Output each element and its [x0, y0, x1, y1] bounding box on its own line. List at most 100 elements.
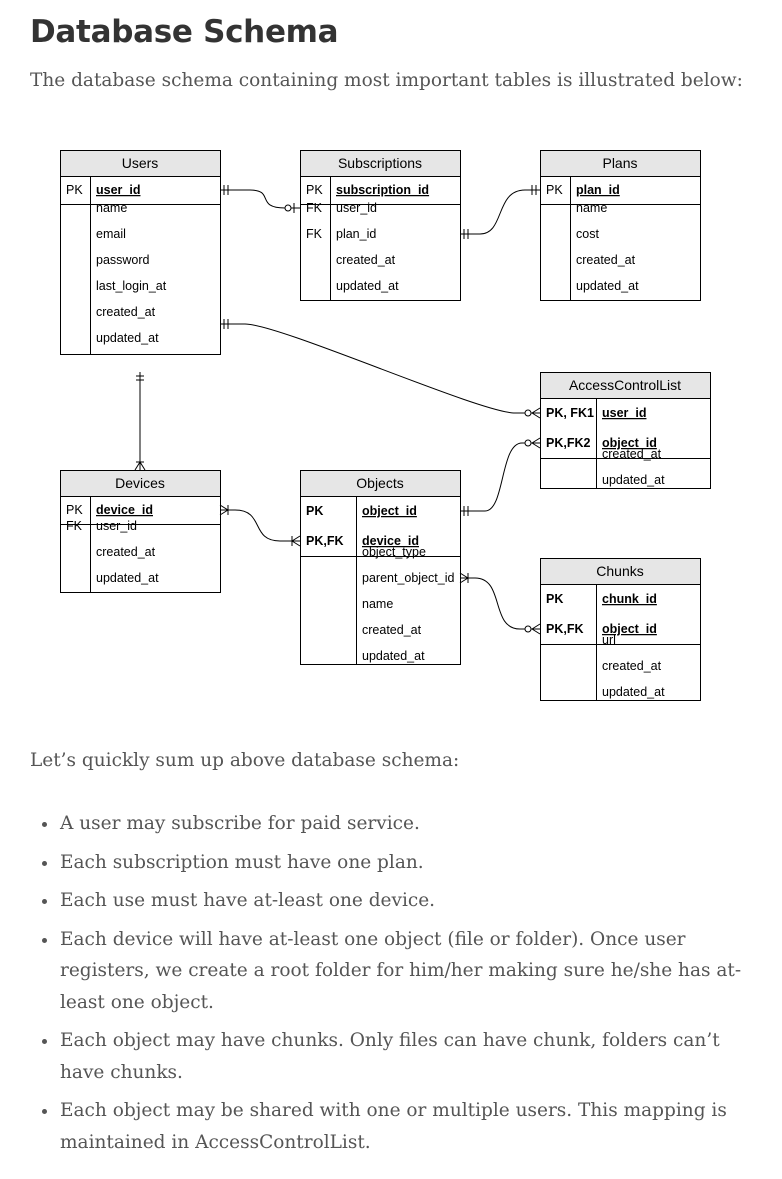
- field-label: password: [96, 253, 150, 267]
- key-field-label: device_id: [362, 534, 419, 548]
- key-field-label: object_id: [602, 622, 657, 636]
- field-label: parent_object_id: [362, 571, 454, 585]
- page-title: Database Schema: [30, 14, 339, 50]
- field-label: email: [96, 227, 126, 241]
- relationships-layer: [134, 185, 541, 635]
- table-header: [540, 372, 711, 399]
- cardinality-mark: [291, 535, 301, 547]
- key-type-label: PK: [66, 503, 83, 517]
- cardinality-mark: [284, 204, 292, 212]
- cardinality-mark: [219, 504, 229, 516]
- field-label: user_id: [96, 519, 137, 533]
- cardinality-mark: [524, 625, 532, 633]
- key-type-label: FK: [66, 519, 83, 533]
- field-label: created_at: [602, 447, 662, 461]
- relationship-users-acl: [220, 323, 540, 414]
- field-label: user_id: [336, 201, 377, 215]
- cardinality-mark: [524, 409, 532, 417]
- field-label: updated_at: [576, 279, 639, 293]
- table-title: Users: [122, 155, 159, 171]
- field-label: created_at: [336, 253, 396, 267]
- field-label: updated_at: [602, 685, 665, 699]
- field-label: created_at: [362, 623, 422, 637]
- cardinality-mark: [531, 407, 541, 419]
- intro-text: The database schema containing most impo…: [30, 70, 743, 91]
- table-title: Objects: [356, 475, 403, 491]
- key-field-label: object_id: [362, 504, 417, 518]
- table-border: [60, 150, 221, 355]
- key-field-label: plan_id: [576, 183, 620, 197]
- summary-item: Each object may have chunks. Only files …: [42, 1025, 750, 1088]
- summary-item: Each device will have at-least one objec…: [42, 924, 750, 1019]
- key-type-label: PK: [306, 504, 323, 518]
- table-border: [300, 470, 461, 665]
- key-type-label: FK: [306, 201, 323, 215]
- table-title: Devices: [115, 475, 165, 491]
- summary-item: Each subscription must have one plan.: [42, 847, 750, 879]
- field-label: updated_at: [96, 571, 159, 585]
- table-header: [540, 150, 701, 177]
- key-field-label: user_id: [602, 406, 646, 420]
- field-label: plan_id: [336, 227, 376, 241]
- key-field-label: object_id: [602, 436, 657, 450]
- cardinality-mark: [531, 437, 541, 449]
- field-label: last_login_at: [96, 279, 167, 293]
- key-type-label: PK: [306, 183, 323, 197]
- field-label: name: [576, 201, 607, 215]
- table-header: [540, 558, 701, 585]
- field-label: created_at: [602, 659, 662, 673]
- cardinality-mark: [134, 461, 146, 471]
- key-field-label: user_id: [96, 183, 140, 197]
- key-type-label: FK: [306, 227, 323, 241]
- key-type-label: PK,FK: [546, 622, 584, 636]
- key-field-label: subscription_id: [336, 183, 429, 197]
- field-label: created_at: [96, 545, 156, 559]
- summary-item: Each use must have at-least one device.: [42, 885, 750, 917]
- field-label: cost: [576, 227, 599, 241]
- field-label: updated_at: [336, 279, 399, 293]
- table-title: Chunks: [596, 563, 643, 579]
- summary-heading: Let’s quickly sum up above database sche…: [30, 750, 460, 771]
- table-header: [300, 470, 461, 497]
- key-type-label: PK: [546, 592, 563, 606]
- key-field-label: chunk_id: [602, 592, 657, 606]
- key-type-label: PK: [66, 183, 83, 197]
- relationship-objects-acl: [460, 442, 540, 512]
- table-title: Plans: [602, 155, 637, 171]
- summary-item: A user may subscribe for paid service.: [42, 808, 750, 840]
- table-title: Subscriptions: [338, 155, 422, 171]
- relationship-devices-objects: [220, 509, 300, 542]
- cardinality-mark: [459, 572, 469, 584]
- cardinality-mark: [531, 623, 541, 635]
- key-field-label: device_id: [96, 503, 153, 517]
- key-type-label: PK,FK: [306, 534, 344, 548]
- relationship-objects-chunks: [460, 577, 540, 630]
- field-label: object_type: [362, 545, 426, 559]
- relationship-plans-subscriptions: [460, 189, 540, 235]
- field-label: updated_at: [602, 473, 665, 487]
- table-header: [300, 150, 461, 177]
- table-title: AccessControlList: [569, 377, 681, 393]
- key-type-label: PK,FK2: [546, 436, 591, 450]
- key-type-label: PK: [546, 183, 563, 197]
- field-label: updated_at: [96, 331, 159, 345]
- field-label: created_at: [96, 305, 156, 319]
- relationship-users-subscriptions: [220, 189, 300, 209]
- field-label: url: [602, 633, 616, 647]
- table-header: [60, 150, 221, 177]
- field-label: name: [96, 201, 127, 215]
- summary-list: A user may subscribe for paid service. E…: [42, 808, 750, 1165]
- field-label: updated_at: [362, 649, 425, 663]
- summary-item: Each object may be shared with one or mu…: [42, 1095, 750, 1158]
- cardinality-mark: [524, 439, 532, 447]
- field-label: created_at: [576, 253, 636, 267]
